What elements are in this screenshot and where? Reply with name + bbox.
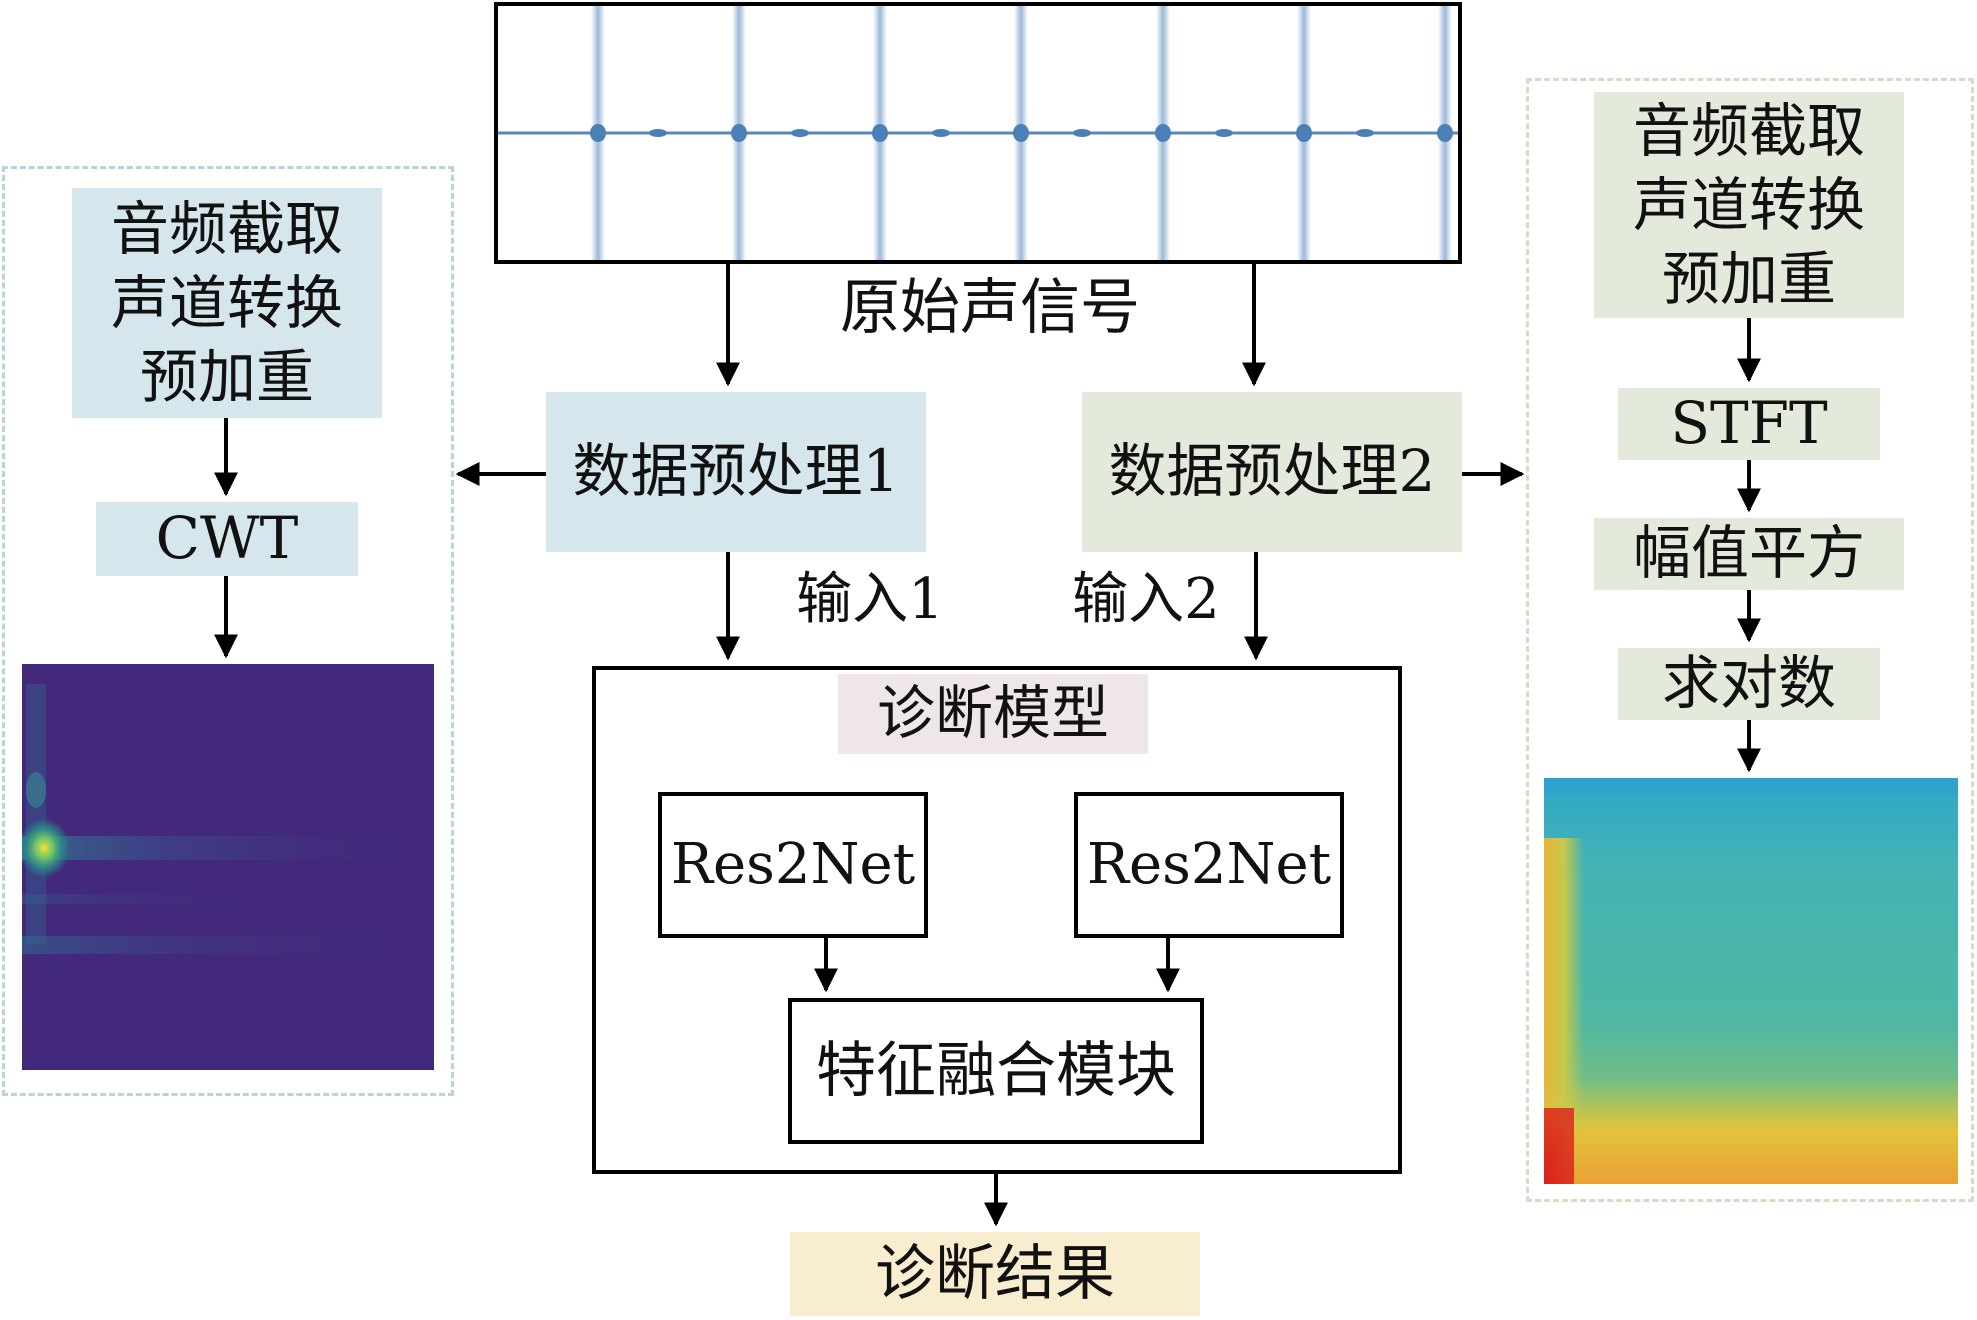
left-step-audio-clip: 音频截取 [110, 194, 343, 263]
diagnosis-model-title: 诊断模型 [838, 674, 1148, 754]
res2net-right-box: Res2Net [1074, 792, 1344, 938]
magnitude-square-box: 幅值平方 [1594, 518, 1904, 590]
cwt-box: CWT [96, 502, 358, 576]
res2net-left-box: Res2Net [658, 792, 928, 938]
raw-signal-waveform [494, 2, 1462, 264]
preprocess-1-box: 数据预处理1 [546, 392, 926, 552]
log-spectrogram-image [1544, 778, 1958, 1184]
feature-fusion-box: 特征融合模块 [788, 998, 1204, 1144]
right-preprocess-steps: 音频截取 声道转换 预加重 [1594, 92, 1904, 318]
left-step-channel-convert: 声道转换 [110, 268, 343, 337]
left-step-pre-emphasis: 预加重 [139, 343, 314, 412]
input-1-label: 输入1 [796, 567, 944, 633]
right-branch-container [1526, 78, 1974, 1202]
left-preprocess-steps: 音频截取 声道转换 预加重 [72, 188, 382, 418]
input-2-label: 输入2 [1072, 567, 1220, 633]
raw-signal-label: 原始声信号 [840, 273, 1140, 343]
cwt-scalogram-image [22, 664, 434, 1070]
left-branch-container [2, 166, 454, 1096]
right-step-channel-convert: 声道转换 [1632, 170, 1865, 239]
diagnosis-result-box: 诊断结果 [790, 1232, 1200, 1316]
right-step-pre-emphasis: 预加重 [1661, 245, 1836, 314]
stft-box: STFT [1618, 388, 1880, 460]
log-box: 求对数 [1618, 648, 1880, 720]
right-step-audio-clip: 音频截取 [1632, 96, 1865, 165]
preprocess-2-box: 数据预处理2 [1082, 392, 1462, 552]
